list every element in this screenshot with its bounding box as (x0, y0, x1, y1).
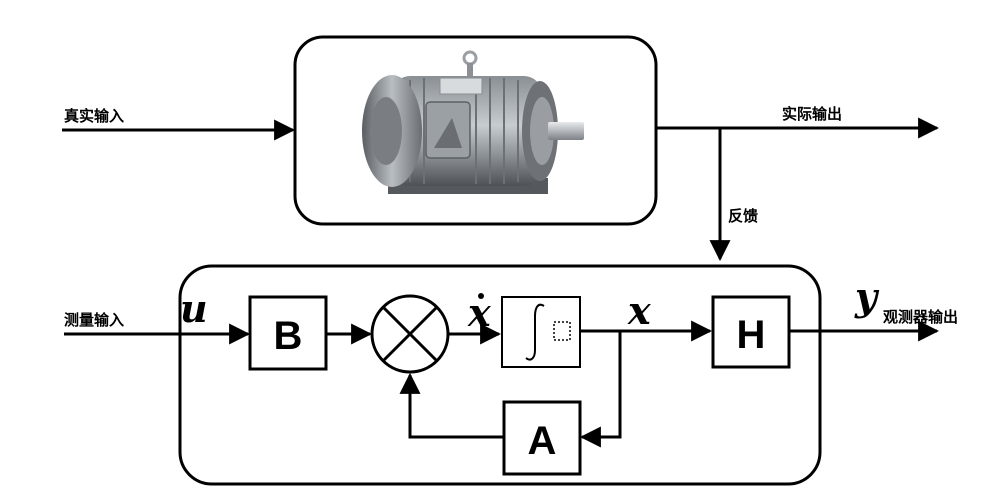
block-b-label: B (274, 314, 303, 358)
observer-box (178, 264, 822, 486)
integrator-block (501, 296, 581, 368)
plant-output-label: 实际输出 (782, 105, 842, 123)
observer-output-label: 观测器输出 (883, 308, 958, 326)
block-a-label: A (528, 419, 557, 463)
y-symbol: y (854, 274, 880, 319)
block-b (248, 295, 328, 371)
integral-sign-icon (525, 303, 545, 361)
feedback-label: 反馈 (728, 207, 758, 225)
block-h (711, 295, 791, 369)
block-a (502, 400, 582, 476)
electric-motor-image (362, 50, 584, 194)
observer-input-label: 测量输入 (64, 311, 124, 329)
plant-input-label: 真实输入 (64, 107, 124, 125)
x-dot-symbol: x (467, 290, 492, 335)
integrand-placeholder-icon (553, 321, 571, 341)
block-h-label: H (737, 313, 766, 357)
summing-junction (370, 294, 450, 374)
u-symbol: u (180, 286, 208, 331)
x-symbol: x (627, 288, 652, 333)
